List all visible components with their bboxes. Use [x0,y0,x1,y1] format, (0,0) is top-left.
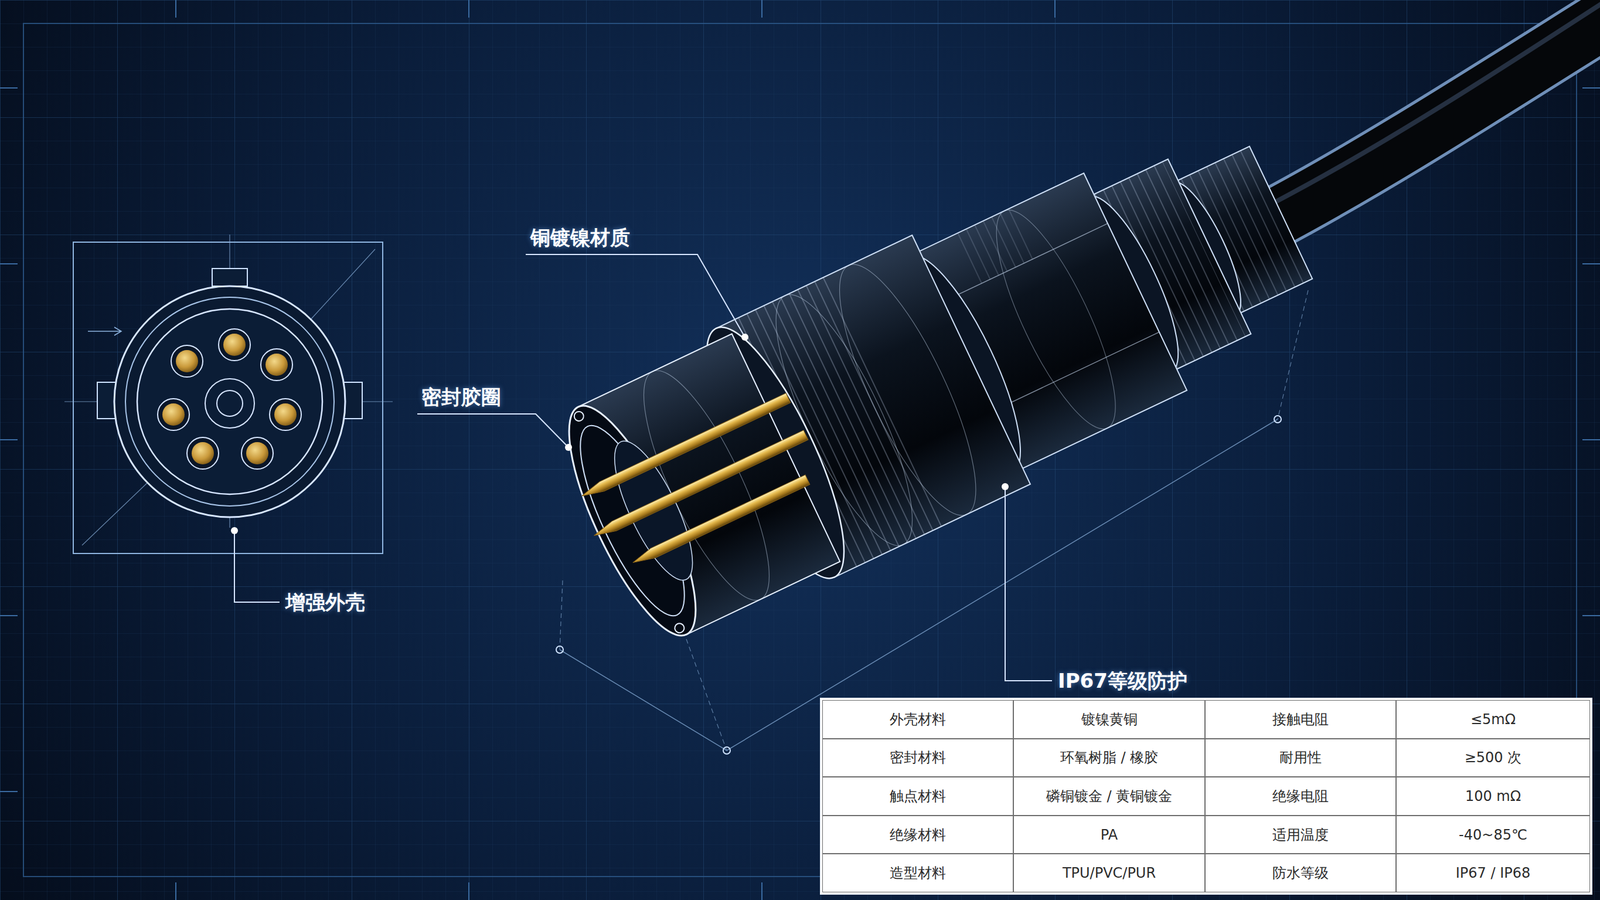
pins [157,328,302,469]
table-cell: ≥500 次 [1396,738,1591,778]
gold-pin [274,403,297,426]
leader-dot [1001,482,1009,490]
gold-pin [579,393,791,502]
connector-illustration [536,87,1340,663]
arrow-mark [87,327,122,336]
gold-pin [246,441,269,465]
face-view [64,234,393,554]
table-cell: 密封材料 [822,738,1014,778]
table-cell: 接触电阻 [1204,699,1397,739]
table-cell: 造型材料 [822,853,1014,893]
center-ring [205,378,255,428]
callout-label: IP67等级防护 [1057,668,1188,693]
table-cell: 外壳材料 [822,699,1014,739]
leader-dot [741,333,749,341]
table-cell: 耐用性 [1204,738,1397,778]
dimension-dot [723,746,731,754]
pin-socket [186,437,219,469]
table-cell: -40~85℃ [1396,815,1591,854]
leader-line [525,254,745,337]
construction-line [82,480,150,546]
dimension-dot [1274,415,1282,423]
gold-pin [265,353,288,376]
callout-label: 铜镀镍材质 [530,225,631,250]
gold-pin [630,474,810,568]
pin-socket [171,345,203,377]
table-cell: 适用温度 [1204,815,1397,854]
table-cell: ≤5mΩ [1396,699,1591,739]
leader-dot [230,526,238,534]
view-box [73,242,383,554]
rim-hole [572,409,585,422]
table-cell: PA [1013,815,1205,854]
leader-lines [230,254,1053,681]
rim-hole [673,621,686,635]
gold-pin [591,430,809,541]
ring [125,297,335,506]
table-cell: 100 mΩ [1396,776,1591,816]
table-cell: 绝缘材料 [822,815,1014,854]
key-notch [212,268,248,287]
gold-pin [162,403,185,426]
front-shell [578,333,840,635]
center-ring [216,390,243,417]
ring [137,308,323,495]
pin-socket [260,348,293,381]
cable-highlight [1274,0,1600,203]
wire-ring [814,249,1001,530]
table-cell: 绝缘电阻 [1204,776,1397,816]
leader-line [234,530,280,602]
table-cell: 镀镍黄铜 [1013,699,1205,739]
table-cell: TPU/PVC/PUR [1013,853,1205,893]
callout-label: 密封胶圈 [421,385,502,410]
outer-ring [114,286,346,517]
gold-pin [191,441,214,465]
construction-line [310,249,376,320]
table-cell: IP67 / IP68 [1396,853,1591,893]
gold-pin [223,333,246,356]
leader-dot [564,443,573,451]
leader-line [1005,486,1053,681]
pin-socket [269,398,302,431]
pin-socket [218,328,251,361]
table-cell: 防水等级 [1204,853,1397,893]
table-cell: 磷铜镀金 / 黄铜镀金 [1013,776,1205,816]
gold-pin [175,349,199,373]
dimension-dot [556,645,564,653]
table-cell: 触点材料 [822,776,1014,816]
callout-label: 增强外壳 [285,590,366,615]
pin-socket [157,398,190,431]
leader-line [417,413,569,448]
pin-socket [241,437,274,469]
table-cell: 环氧树脂 / 橡胶 [1013,738,1205,778]
